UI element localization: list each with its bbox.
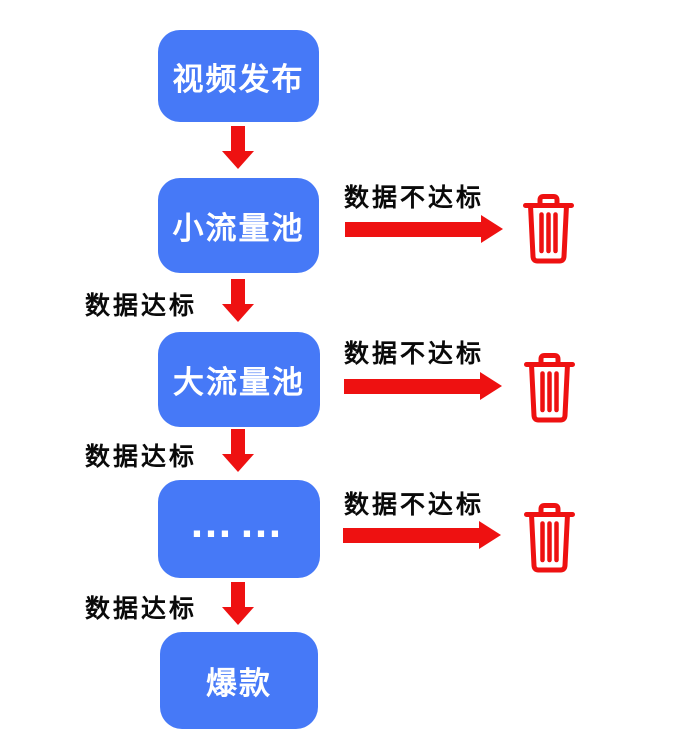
node-viral-hit-label: 爆款 (206, 666, 272, 701)
fail-label: 数据不达标 (344, 184, 485, 212)
fail-label: 数据不达标 (344, 491, 485, 519)
arrow-down-icon (222, 126, 254, 169)
pass-label: 数据达标 (85, 595, 198, 623)
node-large-traffic-pool: 大流量池 (158, 332, 320, 427)
node-more-pools: …… (158, 480, 320, 578)
node-video-publish-label: 视频发布 (172, 61, 305, 97)
node-large-traffic-pool-label: 大流量池 (173, 365, 305, 400)
arrow-right-icon (344, 372, 502, 400)
trash-can-icon (523, 502, 576, 574)
arrow-down-icon (222, 429, 254, 472)
arrow-down-icon (222, 279, 254, 322)
fail-label: 数据不达标 (344, 340, 485, 368)
trash-can-icon (522, 193, 575, 265)
arrow-down-icon (222, 582, 254, 625)
pass-label: 数据达标 (85, 443, 198, 471)
trash-can-icon (523, 352, 576, 424)
arrow-right-icon (345, 215, 503, 243)
node-video-publish: 视频发布 (158, 30, 319, 122)
node-small-traffic-pool-label: 小流量池 (172, 211, 305, 246)
arrow-right-icon (343, 521, 501, 549)
node-small-traffic-pool: 小流量池 (158, 178, 319, 273)
node-viral-hit: 爆款 (160, 632, 318, 729)
pass-label: 数据达标 (85, 292, 198, 320)
